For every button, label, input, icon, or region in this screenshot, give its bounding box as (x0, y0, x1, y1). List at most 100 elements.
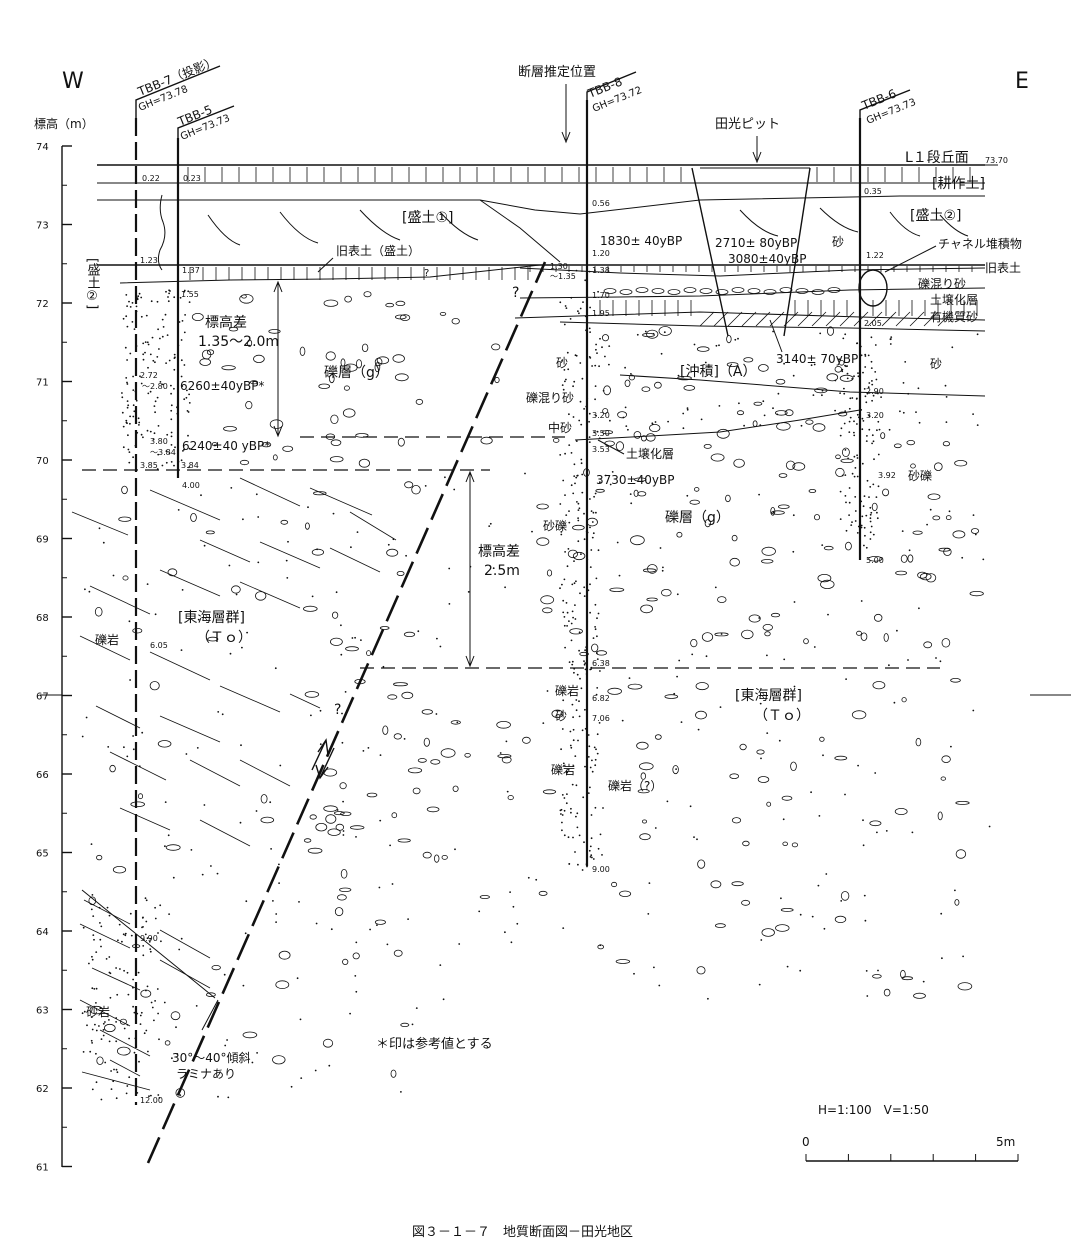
depth-3.84b: 3.84 (181, 461, 199, 470)
depth-labels: 0.22 0.23 1.23 1.37 1.55 2.72 ～2.80 3.80… (140, 174, 896, 1105)
depth-6.38: 6.38 (592, 659, 610, 668)
lamina-line1: 30°～40°傾斜 (172, 1051, 251, 1065)
fault-line: ? ? ? (146, 261, 547, 1164)
elevation-axis-title: 標高（m） (34, 116, 94, 131)
elevation-tick-label: 61 (36, 1163, 49, 1174)
reference-note: ＊印は参考値とする (376, 1036, 493, 1052)
depth-3.20r: 3.20 (866, 411, 884, 420)
old-topsoil-fill-label: 旧表土（盛土） (336, 243, 420, 258)
conglomerate-mid-label: 礫岩 (555, 683, 579, 698)
depth-1.20: 1.20 (592, 249, 610, 258)
scale-zero: 0 (802, 1135, 810, 1149)
soil-layer-right-label: 土壌化層 (930, 293, 978, 307)
age-3080: 3080±40yBP (728, 252, 806, 266)
sand-mid-label: 砂 (556, 356, 568, 370)
elevation-tick-label: 72 (36, 299, 49, 310)
depth-0.23: 0.23 (183, 174, 201, 183)
west-label: W (62, 69, 84, 94)
fault-question-lower: ? (334, 702, 341, 718)
sandy-gravel-right-label: 砂礫 (908, 468, 932, 483)
age-2710: 2710± 80yBP (715, 236, 797, 250)
elevation-tick-label: 73 (36, 221, 49, 232)
depth-3.53: 3.53 (592, 445, 610, 454)
scale-ratio: H=1:100 V=1:50 (818, 1103, 929, 1117)
depth-12.00: 12.00 (140, 1096, 163, 1105)
cultivated-soil-label: [耕作土] (932, 175, 985, 192)
organic-sand-label: 有機質砂 (930, 309, 978, 324)
sand-dots (81, 269, 991, 1101)
age-6260: 6260±40yBP* (180, 379, 264, 393)
age-6240: 6240±40 yBP* (182, 439, 270, 453)
elevation-tick-label: 64 (36, 927, 49, 938)
height-diff-lower-label: 標高差 (478, 543, 520, 560)
sandstone-label: 砂岩 (86, 1004, 110, 1019)
terrace-elev: 73.70 (985, 156, 1008, 165)
height-diff-upper-value: 1.35～2.0m (198, 334, 279, 350)
elevation-tick-label: 74 (36, 142, 49, 153)
depth-1.35: ～1.35 (550, 272, 576, 281)
to-left-label: （Ｔｏ） (196, 630, 252, 646)
depth-2.80: ～2.80 (142, 382, 168, 391)
gravel-right-label: 礫層（g） (665, 510, 730, 526)
depth-3.80: 3.80 (150, 437, 168, 446)
figure-caption: 図３－１－７ 地質断面図－田光地区 (412, 1225, 633, 1240)
depth-1.37: 1.37 (182, 266, 200, 275)
height-diff-upper-label: 標高差 (205, 314, 247, 331)
height-diff-upper: 標高差 1.35～2.0m (198, 280, 283, 438)
depth-3.20m: 3.20 (592, 411, 610, 420)
depth-1.38: 1.38 (592, 266, 610, 275)
gravel-pebbles (88, 287, 984, 1098)
depth-1.23: 1.23 (140, 256, 158, 265)
gravelly-sand-right-label: 礫混り砂 (918, 276, 966, 291)
depth-1.70: 1.70 (592, 291, 610, 300)
depth-7.06: 7.06 (592, 714, 610, 723)
lamina-line2: ラミナあり (176, 1067, 236, 1081)
sand-mid2-label: 砂 (555, 709, 567, 723)
depth-0.56: 0.56 (592, 199, 610, 208)
elevation-tick-label: 70 (36, 456, 49, 467)
conglomerate-q-label: 礫岩（?） (608, 778, 662, 793)
sand-label-top: 砂 (832, 235, 844, 249)
gravel-left-label: 礫層（g） (324, 365, 389, 381)
depth-4.00: 4.00 (182, 481, 200, 490)
tokai-right-label: [東海層群] (735, 688, 802, 704)
fault-question-small: ? (424, 268, 429, 279)
age-3730: 3730±40yBP (596, 473, 674, 487)
borehole-TBB-8: TBB-8 GH=73.72 (585, 71, 644, 866)
depth-0.35: 0.35 (864, 187, 882, 196)
to-right-label: （Ｔｏ） (754, 708, 810, 724)
fault-position-label: 断層推定位置 (518, 65, 596, 80)
elevation-tick-label: 63 (36, 1006, 49, 1017)
depth-6.05: 6.05 (150, 641, 168, 650)
depth-1.95: 1.95 (592, 309, 610, 318)
age-1830: 1830± 40yBP (600, 234, 682, 248)
depth-6.82: 6.82 (592, 694, 610, 703)
depth-1.55: 1.55 (181, 290, 199, 299)
scale-bar: 0 5m (802, 1135, 1019, 1162)
sandy-gravel-mid-label: 砂礫 (543, 518, 567, 533)
channel-label: チャネル堆積物 (938, 236, 1022, 251)
elevation-tick-label: 66 (36, 770, 49, 781)
scale-five: 5m (996, 1135, 1015, 1149)
elevation-tick-label: 62 (36, 1084, 49, 1095)
gravelly-sand-mid-label: 礫混り砂 (526, 390, 574, 405)
fault-question-upper: ? (512, 285, 519, 301)
fill1-label: [盛土①] (402, 210, 453, 226)
terrace-label: L１段丘面 (905, 150, 969, 166)
depth-3.85: 3.85 (140, 461, 158, 470)
sand-right-label: 砂 (930, 357, 942, 371)
depth-3.92: 3.92 (878, 471, 896, 480)
depth-1.22: 1.22 (866, 251, 884, 260)
conglomerate-mid2-label: 礫岩 (551, 762, 575, 777)
alluvium-label: [沖積]（A） (680, 364, 757, 380)
bedding-lines (71, 477, 397, 1091)
depth-5.00: 5.00 (866, 556, 884, 565)
surface-lines (97, 164, 998, 441)
depth-2.72: 2.72 (140, 371, 158, 380)
fill2-label: [盛土②] (910, 208, 961, 224)
height-diff-lower: 標高差 2.5m (465, 470, 520, 668)
depth-0.22: 0.22 (142, 174, 160, 183)
depth-2.90: 2.90 (866, 387, 884, 396)
elevation-tick-label: 71 (36, 378, 49, 389)
